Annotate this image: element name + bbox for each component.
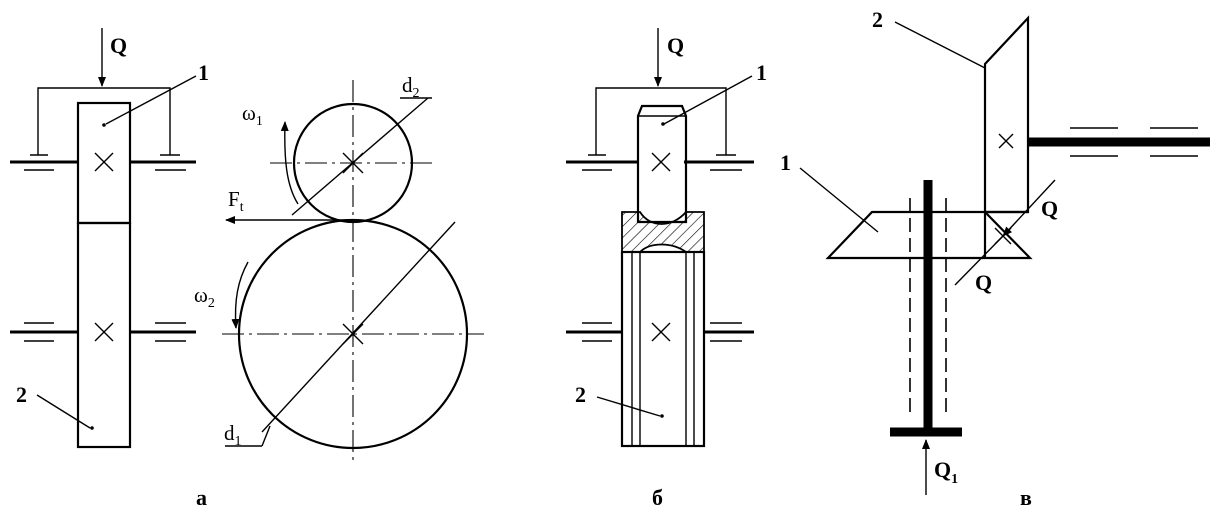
omega-2-label: ω2 (194, 283, 215, 311)
force-q-lower-label: Q (975, 270, 992, 295)
lower-bearings (24, 322, 186, 342)
gear-2-body-v (983, 15, 1030, 214)
horizontal-shaft-bearings (1070, 127, 1198, 157)
gear-2-cross (94, 322, 114, 342)
force-q-upper-arrow (1002, 179, 1056, 237)
gear-2-leader-b (596, 396, 661, 417)
d1-label: d1 (224, 421, 242, 449)
force-q1-label: Q1 (934, 457, 958, 487)
gear-2-label: 2 (16, 382, 27, 407)
gear-1-cross (94, 152, 114, 172)
gear-2-cross-v (998, 133, 1014, 149)
force-q-label: Q (110, 33, 127, 58)
d2-label: d2 (402, 73, 420, 101)
diagram-v: Q Q Q1 2 1 в (780, 7, 1210, 510)
force-q-label-b: Q (667, 33, 684, 58)
omega-1-arrow (280, 121, 299, 205)
gear-1-dot (102, 123, 106, 127)
upper-bearings-b (582, 154, 742, 171)
diagram-a-side-view: Q 1 2 (10, 28, 209, 449)
support-bracket (37, 87, 171, 155)
gear-1-cross-b (651, 152, 671, 172)
gear-1-label-v: 1 (780, 150, 791, 175)
gear-2-body (76, 221, 132, 449)
gear-1-leader-v (799, 167, 879, 233)
force-q-upper-label: Q (1041, 196, 1058, 221)
omega-2-arrow (231, 261, 249, 329)
d1-leader (261, 425, 271, 447)
caption-v: в (1020, 485, 1032, 510)
gear-1-leader (105, 75, 197, 125)
lower-bearings-b (582, 322, 742, 342)
support-bracket-b (595, 87, 727, 155)
gear-2-body-b (620, 250, 706, 448)
gear-2-cross-b (651, 322, 671, 342)
force-q-lower-line (954, 235, 1004, 286)
diagram-b: Q 1 2 (566, 28, 767, 510)
rim-section-hatched (621, 211, 705, 253)
omega-1-label: ω1 (242, 101, 263, 129)
diagram-a-front-view: d2 d1 ω1 Ft ω2 а (194, 73, 484, 510)
caption-b: б (652, 485, 663, 510)
gear-2-label-b: 2 (575, 382, 586, 407)
gear-2-dot (90, 426, 94, 430)
gear-1-body (76, 101, 132, 225)
gear-2-label-v: 2 (872, 7, 883, 32)
gear-1-label-b: 1 (756, 60, 767, 85)
gear-2-leader (36, 394, 91, 429)
caption-a: а (196, 485, 207, 510)
ft-label: Ft (228, 187, 244, 215)
d2-dimension-line (291, 97, 429, 216)
gear-1-label: 1 (198, 60, 209, 85)
gear-2-leader-v (894, 21, 986, 69)
upper-bearings (24, 154, 186, 171)
d1-dimension-line (261, 221, 456, 433)
gear-1-leader-b (663, 75, 753, 125)
